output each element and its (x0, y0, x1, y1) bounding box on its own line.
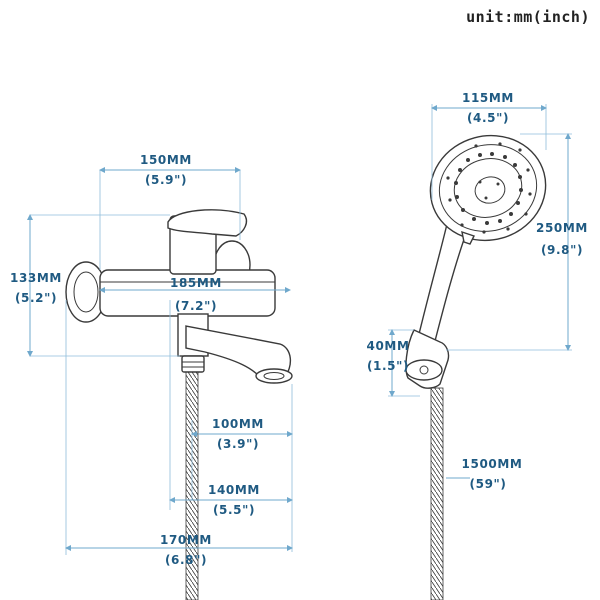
dim-133-in: (5.2") (15, 291, 57, 305)
dim-170-mm: 170MM (160, 533, 212, 547)
dim-150-in: (5.9") (145, 173, 187, 187)
dim-40-mm: 40MM (367, 339, 410, 353)
dim-1500-in: (59") (470, 477, 507, 491)
dim-133-mm: 133MM (10, 271, 62, 285)
dim-115-in: (4.5") (467, 111, 509, 125)
shower-dimensions: 115MM (4.5") 250MM (9.8") 40MM (1.5") 15… (367, 91, 588, 491)
shower-head (429, 134, 547, 245)
dim-100-in: (3.9") (217, 437, 259, 451)
dim-1500-mm: 1500MM (462, 457, 523, 471)
spout (185, 325, 293, 384)
left-wall-flange (65, 261, 107, 323)
spray-holes (446, 142, 532, 234)
dim-185-mm: 185MM (170, 276, 222, 290)
dim-115-mm: 115MM (462, 91, 514, 105)
hose-connector (181, 355, 205, 373)
dim-140-mm: 140MM (208, 483, 260, 497)
shower-holder (405, 329, 450, 389)
unit-label: unit:mm(inch) (466, 8, 590, 26)
lever-handle (167, 209, 248, 275)
dim-150-mm: 150MM (140, 153, 192, 167)
bath-faucet (65, 209, 293, 600)
dim-140-in: (5.5") (213, 503, 255, 517)
dim-170-in: (6.8") (165, 553, 207, 567)
dim-40-in: (1.5") (367, 359, 409, 373)
dim-185-in: (7.2") (175, 299, 217, 313)
shower-hose (430, 387, 444, 600)
dim-250-in: (9.8") (541, 243, 583, 257)
hand-shower (405, 134, 547, 600)
dim-250-mm: 250MM (536, 221, 588, 235)
dim-100-mm: 100MM (212, 417, 264, 431)
faucet-dimensions: 150MM (5.9") 133MM (5.2") 185MM (7.2") 1… (10, 153, 293, 567)
